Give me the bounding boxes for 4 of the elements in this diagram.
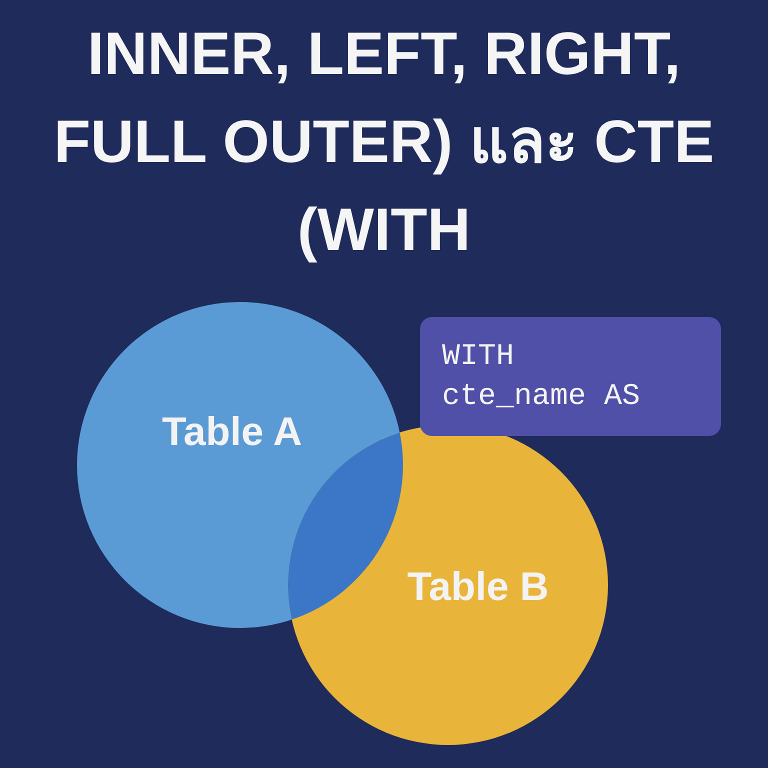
set-label: Table B (406, 565, 550, 610)
code-text: WITH cte_name AS (442, 339, 642, 416)
title: INNER, LEFT, RIGHT, FULL OUTER) และ CTE (WITH (52, 19, 716, 265)
set-label: Table A (160, 410, 304, 455)
